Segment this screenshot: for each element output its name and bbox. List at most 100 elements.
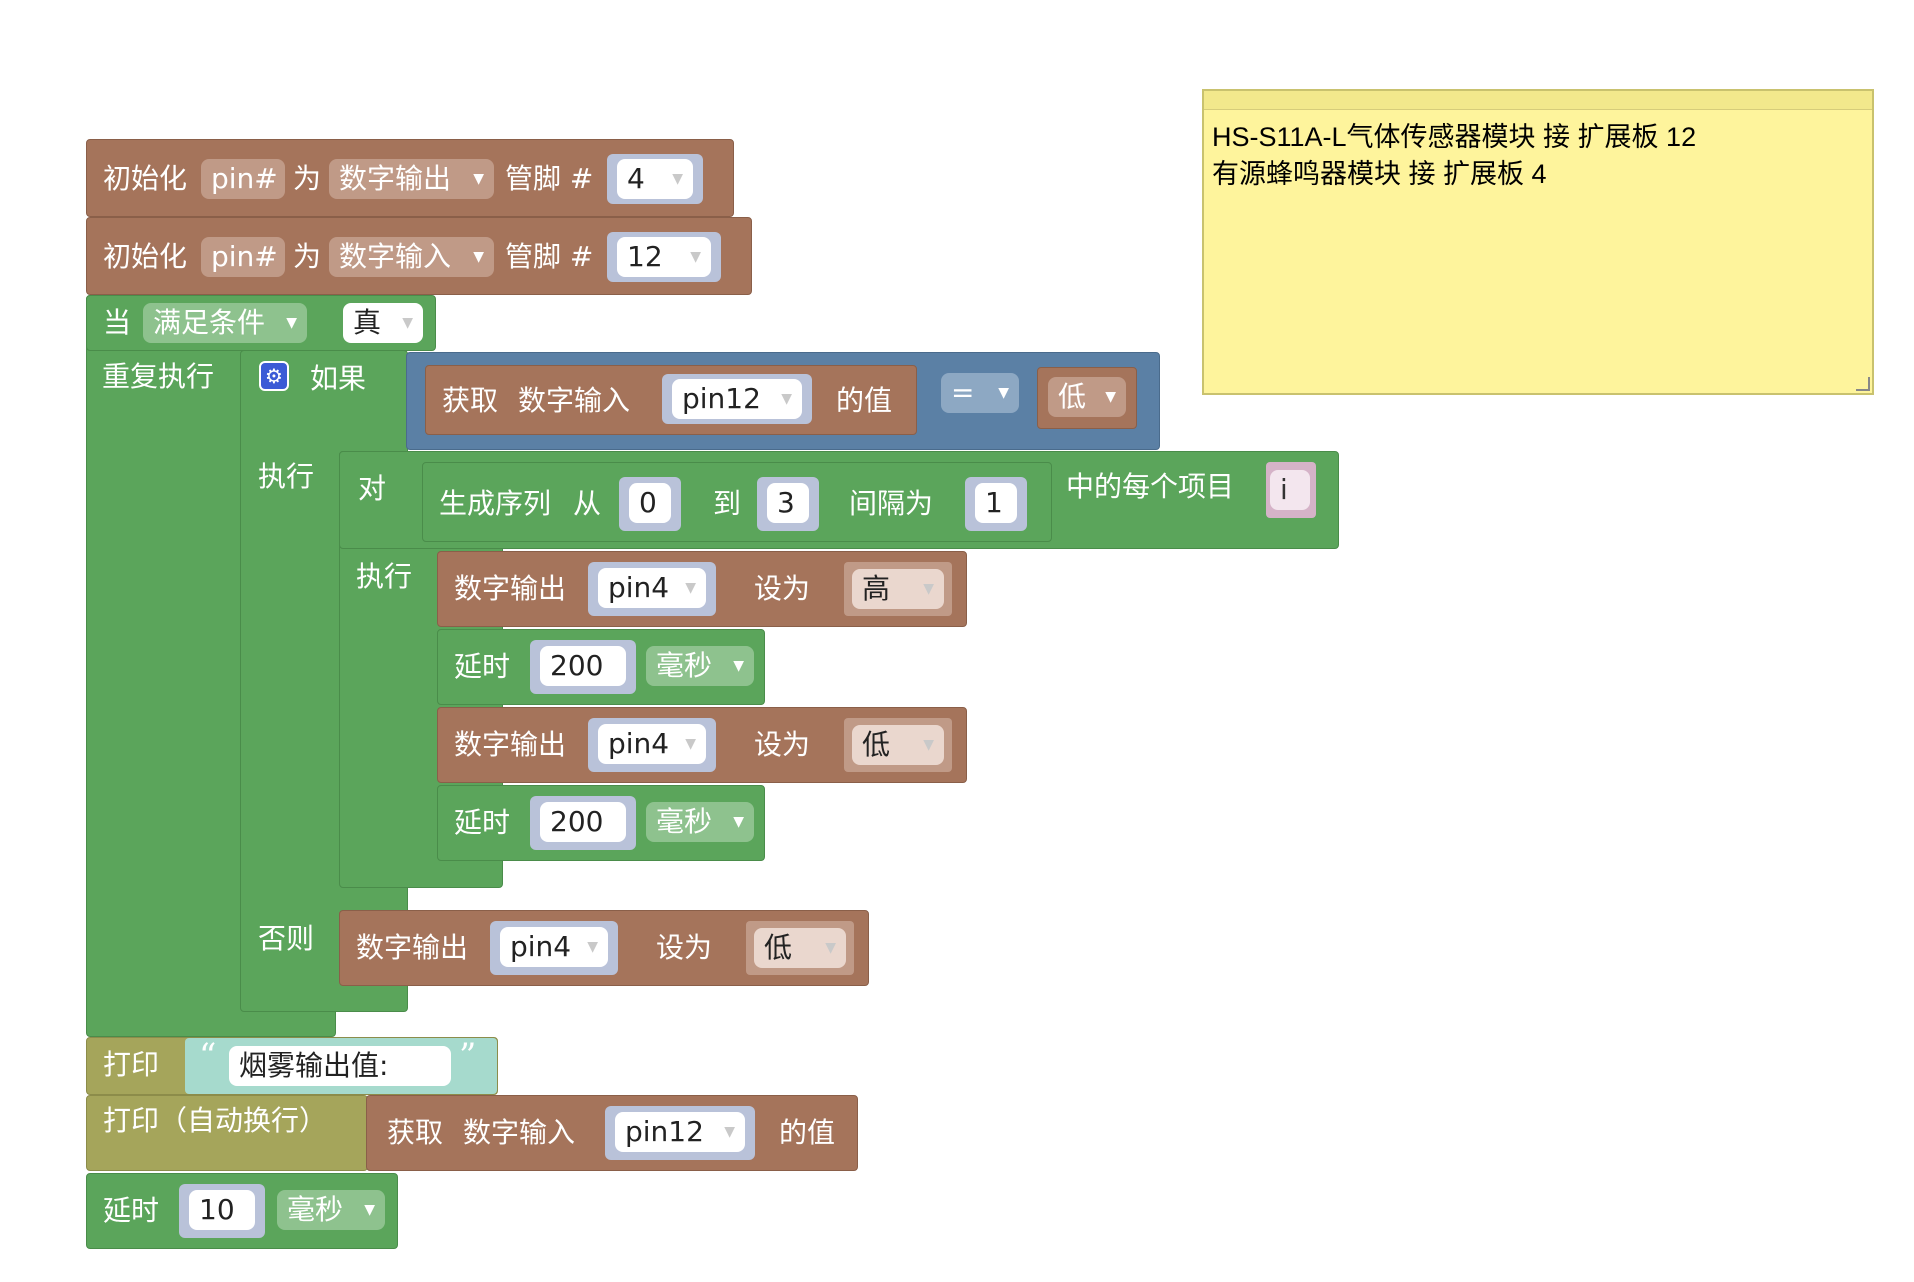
note-text[interactable]: HS-S11A-L气体传感器模块 接 扩展板 12 有源蜂鸣器模块 接 扩展板 … — [1212, 119, 1696, 193]
chevron-down-icon: ▼ — [998, 385, 1009, 401]
chevron-down-icon: ▼ — [672, 171, 683, 187]
else-label: 否则 — [258, 922, 315, 955]
println-block[interactable]: 打印（自动换行） — [86, 1095, 368, 1171]
value-of-label: 的值 — [779, 1116, 836, 1149]
close-quote-icon: ” — [459, 1036, 477, 1076]
comment-note[interactable]: HS-S11A-L气体传感器模块 接 扩展板 12 有源蜂鸣器模块 接 扩展板 … — [1202, 89, 1874, 395]
pin-dropdown[interactable]: pin4▼ — [598, 724, 706, 764]
delay-value[interactable]: 200 — [540, 646, 626, 686]
unit-dropdown[interactable]: 毫秒▼ — [277, 1190, 385, 1230]
text-field[interactable]: 烟雾输出值: — [229, 1046, 451, 1086]
level-dropdown[interactable]: 高▼ — [852, 569, 944, 609]
digital-write-block-else[interactable]: 数字输出 pin4▼ 设为 低▼ — [339, 910, 869, 986]
chevron-down-icon: ▼ — [733, 658, 744, 674]
compare-block[interactable]: 获取 数字输入 pin12▼ 的值 =▼ 低▼ — [406, 352, 1160, 450]
unit-value: 毫秒 — [656, 649, 713, 682]
operator-dropdown[interactable]: =▼ — [941, 373, 1019, 413]
cond-dropdown[interactable]: 真▼ — [343, 303, 423, 343]
print-block[interactable]: 打印 “ 烟雾输出值: ” — [86, 1036, 498, 1095]
pin-value: pin4 — [608, 727, 670, 760]
chevron-down-icon: ▼ — [781, 391, 792, 407]
pin-dropdown[interactable]: 12▼ — [617, 237, 711, 277]
get-label: 获取 — [442, 384, 499, 417]
chevron-down-icon: ▼ — [473, 171, 484, 187]
level-value: 低 — [764, 931, 793, 964]
chevron-down-icon: ▼ — [724, 1124, 735, 1140]
step-field[interactable]: 1 — [975, 483, 1017, 523]
delay-block[interactable]: 延时 200 毫秒▼ — [437, 785, 765, 861]
chevron-down-icon: ▼ — [402, 315, 413, 331]
to-label: 到 — [713, 487, 742, 520]
mode-dropdown[interactable]: 数字输出 ▼ — [329, 159, 494, 199]
digital-write-block[interactable]: 数字输出 pin4▼ 设为 低▼ — [437, 707, 967, 783]
mode-dropdown[interactable]: 数字输入▼ — [329, 237, 494, 277]
get-input-block[interactable]: 获取 数字输入 pin12▼ 的值 — [425, 365, 917, 435]
note-drag-bar[interactable] — [1204, 91, 1872, 110]
pin-value: pin12 — [625, 1115, 704, 1148]
delay-value[interactable]: 10 — [189, 1190, 255, 1230]
level-block[interactable]: 高▼ — [844, 562, 952, 616]
note-line-2: 有源蜂鸣器模块 接 扩展板 4 — [1212, 159, 1547, 189]
delay-value[interactable]: 200 — [540, 802, 626, 842]
pin-value: 12 — [627, 240, 663, 273]
level-dropdown[interactable]: 低▼ — [1048, 377, 1126, 417]
get-label: 获取 — [387, 1116, 444, 1149]
from-label: 从 — [573, 487, 602, 520]
level-block[interactable]: 低▼ — [1037, 367, 1137, 429]
while-label: 当 — [103, 306, 132, 339]
pin-value: 4 — [627, 162, 645, 195]
pin-value: pin4 — [510, 930, 572, 963]
var-block[interactable]: i — [1266, 462, 1316, 518]
unit-dropdown[interactable]: 毫秒 ▼ — [646, 646, 754, 686]
delay-label: 延时 — [103, 1194, 160, 1227]
while-header[interactable]: 当 满足条件▼ 真▼ — [86, 295, 436, 351]
delay-block[interactable]: 延时 10 毫秒▼ — [86, 1173, 398, 1249]
init-label: 初始化 — [103, 240, 188, 273]
operator-value: = — [951, 376, 975, 409]
chevron-down-icon: ▼ — [923, 581, 934, 597]
init-block-2[interactable]: 初始化 pin# 为 数字输入▼ 管脚 # 12▼ — [86, 217, 752, 295]
pin-label: 管脚 # — [505, 162, 594, 195]
resize-handle[interactable] — [1856, 377, 1870, 391]
delay-block[interactable]: 延时 200 毫秒▼ — [437, 629, 765, 705]
range-label: 生成序列 — [439, 487, 552, 520]
get-input-block[interactable]: 获取 数字输入 pin12▼ 的值 — [366, 1095, 858, 1171]
init-block-1[interactable]: 初始化 pin# 为 数字输出▼ 管脚 # 4▼ — [86, 139, 734, 217]
digital-out-label: 数字输出 — [454, 572, 567, 605]
start-field[interactable]: 0 — [629, 483, 671, 523]
chevron-down-icon: ▼ — [685, 580, 696, 596]
level-dropdown[interactable]: 低▼ — [754, 928, 846, 968]
unit-value: 毫秒 — [287, 1193, 344, 1226]
pin-dropdown[interactable]: 4▼ — [617, 159, 693, 199]
delay-label: 延时 — [454, 806, 511, 839]
digital-out-label: 数字输出 — [356, 931, 469, 964]
pin-dropdown[interactable]: pin4▼ — [500, 927, 608, 967]
level-value: 高 — [862, 572, 891, 605]
set-label: 设为 — [754, 728, 811, 761]
pin-dropdown[interactable]: pin12 ▼ — [615, 1112, 745, 1152]
level-block[interactable]: 低▼ — [746, 921, 854, 975]
mode-value: 数字输出 — [339, 162, 452, 195]
while-mode-value: 满足条件 — [153, 306, 266, 339]
digital-write-block[interactable]: 数字输出 pin4▼ 设为 高▼ — [437, 551, 967, 627]
level-dropdown[interactable]: 低▼ — [852, 725, 944, 765]
level-value: 低 — [1058, 380, 1087, 413]
var-field[interactable]: pin# — [201, 237, 285, 277]
pin-value: pin4 — [608, 571, 670, 604]
while-mode-dropdown[interactable]: 满足条件▼ — [143, 303, 307, 343]
end-field[interactable]: 3 — [767, 483, 809, 523]
unit-dropdown[interactable]: 毫秒▼ — [646, 802, 754, 842]
for-header[interactable]: 对 生成序列 从 0 到 3 间隔为 1 中的每个项目 i — [339, 451, 1339, 549]
pin-dropdown[interactable]: pin12▼ — [672, 379, 802, 419]
level-block[interactable]: 低▼ — [844, 718, 952, 772]
loop-var[interactable]: i — [1270, 470, 1310, 510]
println-label: 打印（自动换行） — [103, 1104, 328, 1137]
as-label: 为 — [293, 162, 322, 195]
set-label: 设为 — [656, 931, 713, 964]
range-block[interactable]: 生成序列 从 0 到 3 间隔为 1 — [422, 462, 1052, 542]
gear-icon[interactable]: ⚙ — [259, 361, 289, 391]
var-field[interactable]: pin# — [201, 159, 285, 199]
pin-dropdown[interactable]: pin4 ▼ — [598, 568, 706, 608]
chevron-down-icon: ▼ — [825, 940, 836, 956]
text-block[interactable]: “ 烟雾输出值: ” — [185, 1036, 497, 1094]
